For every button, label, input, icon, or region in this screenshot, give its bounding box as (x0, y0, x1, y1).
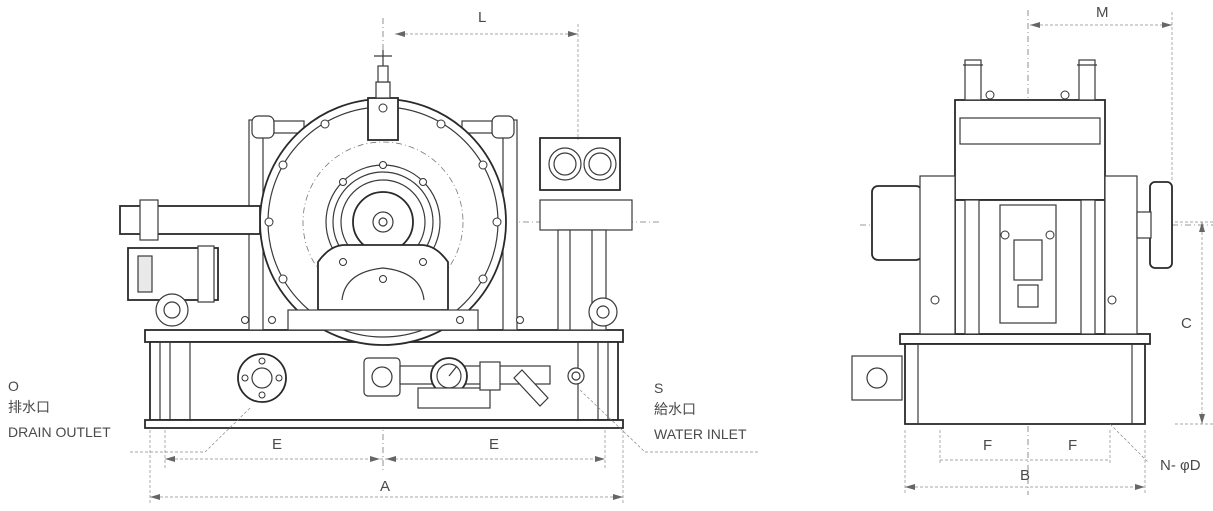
front-dimension-lines (130, 24, 760, 505)
water-inlet-english: WATER INLET (654, 426, 747, 442)
side-view (851, 10, 1213, 495)
dim-label-N-phi-D: N- φD (1160, 457, 1201, 474)
drain-outlet-english: DRAIN OUTLET (8, 424, 111, 440)
inlet-piping (363, 357, 585, 409)
dim-label-E-right: E (489, 436, 500, 453)
side-housing (954, 59, 1106, 335)
gauge-panel (539, 137, 633, 331)
shaft-and-motor (119, 199, 261, 327)
water-inlet-code: S (654, 380, 664, 396)
side-dimension-lines (904, 12, 1213, 495)
side-bolts (930, 90, 1117, 305)
housing-bolts (241, 103, 524, 324)
dim-label-B: B (1020, 467, 1031, 484)
dim-label-M: M (1096, 4, 1109, 21)
dim-label-A: A (380, 478, 391, 495)
front-view (119, 18, 760, 505)
side-base (899, 333, 1151, 425)
side-motor (871, 175, 1173, 335)
dim-label-C: C (1181, 315, 1192, 332)
dim-label-L: L (478, 9, 487, 26)
drain-outlet-japanese: 排水口 (8, 399, 50, 415)
side-drain-valve (851, 355, 903, 401)
dim-label-F-right: F (1068, 437, 1078, 454)
drain-outlet-code: O (8, 378, 19, 394)
dim-label-E-left: E (272, 436, 283, 453)
water-inlet-japanese: 給水口 (654, 401, 696, 417)
dim-label-F-left: F (983, 437, 993, 454)
top-valve (367, 50, 399, 141)
drain-flange (237, 353, 287, 403)
